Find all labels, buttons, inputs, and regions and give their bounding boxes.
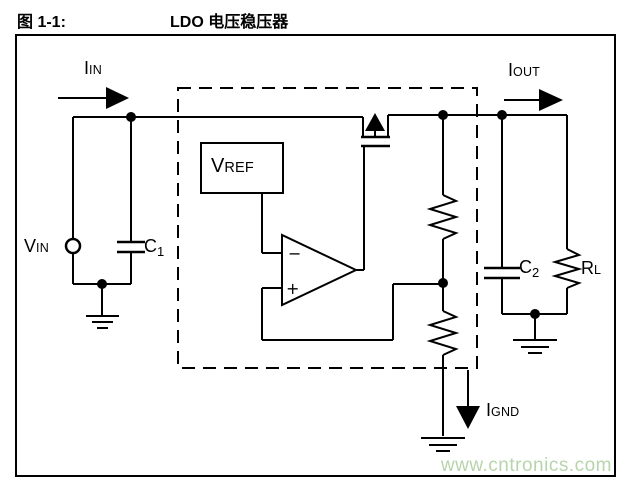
rl-label-sub: L (594, 263, 602, 277)
figure-number-label: 图 1-1: (17, 14, 66, 31)
c1-label-main: C (144, 236, 157, 256)
ignd-current-arrow (456, 370, 480, 429)
ignd-label-main: I (486, 400, 492, 420)
vref-label: VREF (211, 156, 254, 178)
vin-label: VIN (24, 237, 49, 257)
ground-symbol-feedback (421, 437, 465, 452)
iin-label: IIN (84, 59, 102, 79)
c1-label-sub: 1 (157, 244, 165, 259)
vin-label-main: V (24, 236, 37, 256)
rl-label: RL (581, 259, 601, 279)
c2-label-main: C (519, 257, 532, 277)
c1-capacitor (73, 117, 145, 285)
opamp-inverting-input-symbol: − (288, 244, 301, 263)
c2-capacitor (484, 115, 520, 314)
rl-load-resistor (551, 115, 583, 314)
pass-transistor (361, 113, 390, 270)
vref-block (200, 142, 284, 253)
vref-label-main: V (211, 155, 225, 177)
ignd-label: IGND (486, 401, 519, 421)
figure-title: LDO 电压稳压器 (170, 14, 289, 31)
rl-label-main: R (581, 258, 594, 278)
c1-label: C1 (144, 237, 164, 261)
iout-label: IOUT (508, 61, 540, 81)
iin-label-main: I (84, 58, 90, 78)
iout-current-arrow (504, 89, 563, 111)
iin-current-arrow (58, 87, 129, 109)
r2-feedback-resistor (426, 283, 460, 436)
iin-label-sub: IN (89, 63, 102, 77)
opamp-error-amplifier: − + (262, 233, 364, 307)
ldo-boundary-dashed-box (177, 87, 478, 369)
junction-dots (97, 110, 540, 319)
r1-feedback-resistor (426, 115, 460, 283)
ignd-label-sub: GND (491, 405, 520, 419)
figure-border (15, 34, 616, 477)
vref-label-sub: REF (224, 160, 254, 176)
opamp-noninverting-input-symbol: + (286, 279, 299, 298)
ground-symbol-input (86, 284, 119, 329)
iout-label-main: I (508, 60, 514, 80)
feedback-wire (261, 283, 443, 341)
vin-label-sub: IN (36, 241, 49, 255)
ground-symbol-output (502, 313, 567, 354)
vin-terminal (64, 117, 82, 284)
iout-label-sub: OUT (513, 65, 541, 79)
c2-label-sub: 2 (532, 265, 540, 280)
c2-label: C2 (519, 258, 539, 282)
watermark-text: www.cntronics.com (440, 455, 612, 476)
